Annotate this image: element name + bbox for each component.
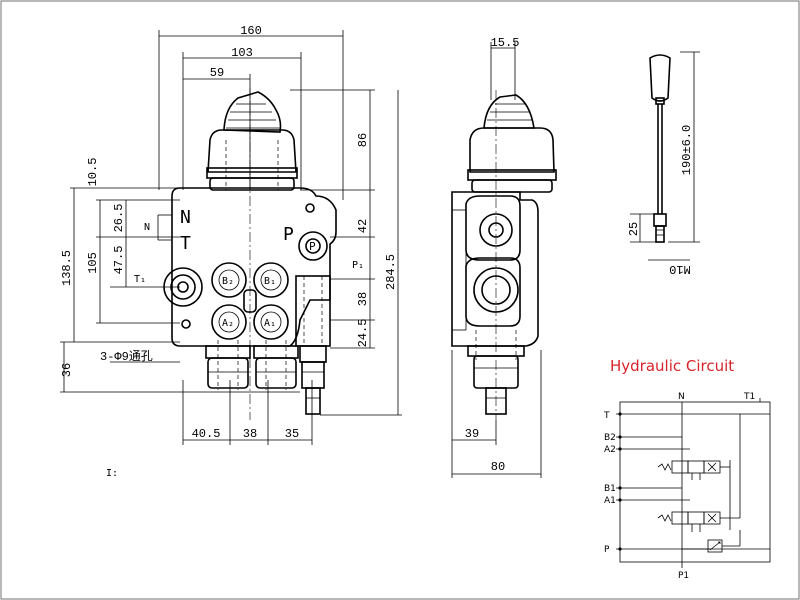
body-letter-t: T [180,233,191,254]
dim-42: 42 [356,219,370,233]
side-view: 15.5 39 80 [451,36,557,478]
circuit-label-n: N [678,392,685,402]
thread-m10: M10 [669,262,691,276]
dim-47-5: 47.5 [112,246,126,275]
dim-138-5: 138.5 [60,250,74,286]
dim-39: 39 [465,427,479,441]
circuit-label-t: T [603,411,610,421]
dim-24-5: 24.5 [356,319,370,348]
dim-35: 35 [285,427,299,441]
hydraulic-circuit: Hydraulic Circuit N T1 T B2 A2 B1 A1 P P… [603,357,771,581]
circuit-label-a1: A1 [604,496,616,506]
circuit-label-b1: B1 [604,484,616,494]
mount-hole-note: 3-Φ9通孔 [100,349,153,364]
dim-284-5: 284.5 [384,254,398,290]
circuit-label-t1: T1 [743,392,755,402]
circuit-label-a2: A2 [604,445,616,455]
dim-80: 80 [491,460,505,474]
handle-view: 190±6.0 25 M10 [627,51,700,276]
body-letter-n: N [180,207,191,228]
stray-mark: I: [106,468,118,479]
dim-26-5: 26.5 [112,204,126,233]
circuit-label-b2: B2 [604,433,616,443]
dim-38-bottom: 38 [243,427,257,441]
label-n-small: N [144,222,150,233]
dim-25: 25 [627,222,641,236]
dim-160: 160 [240,24,262,38]
label-p1: P₁ [352,260,364,271]
port-a1-label: A₁ [264,318,276,329]
dim-105: 105 [86,252,100,274]
port-b1-label: B₁ [264,276,276,287]
dim-10-5: 10.5 [86,158,100,187]
circuit-title: Hydraulic Circuit [610,357,734,375]
dim-190: 190±6.0 [680,125,694,175]
body-letter-p: P [283,224,294,245]
front-view: 160 103 59 10.5 26.5 47.5 105 138.5 36 8… [60,24,402,445]
dim-38-right: 38 [356,292,370,306]
circuit-label-p1: P1 [678,571,689,581]
port-b2-label: B₂ [222,276,234,287]
port-p-label: P [309,240,316,253]
dim-15-5: 15.5 [491,36,520,50]
dim-36: 36 [60,363,74,377]
label-t1: T₁ [134,274,146,285]
dim-86: 86 [356,133,370,147]
circuit-label-p: P [604,545,610,555]
port-a2-label: A₂ [222,318,234,329]
dim-103: 103 [231,46,253,60]
dim-40-5: 40.5 [192,427,221,441]
dim-59: 59 [210,66,224,80]
